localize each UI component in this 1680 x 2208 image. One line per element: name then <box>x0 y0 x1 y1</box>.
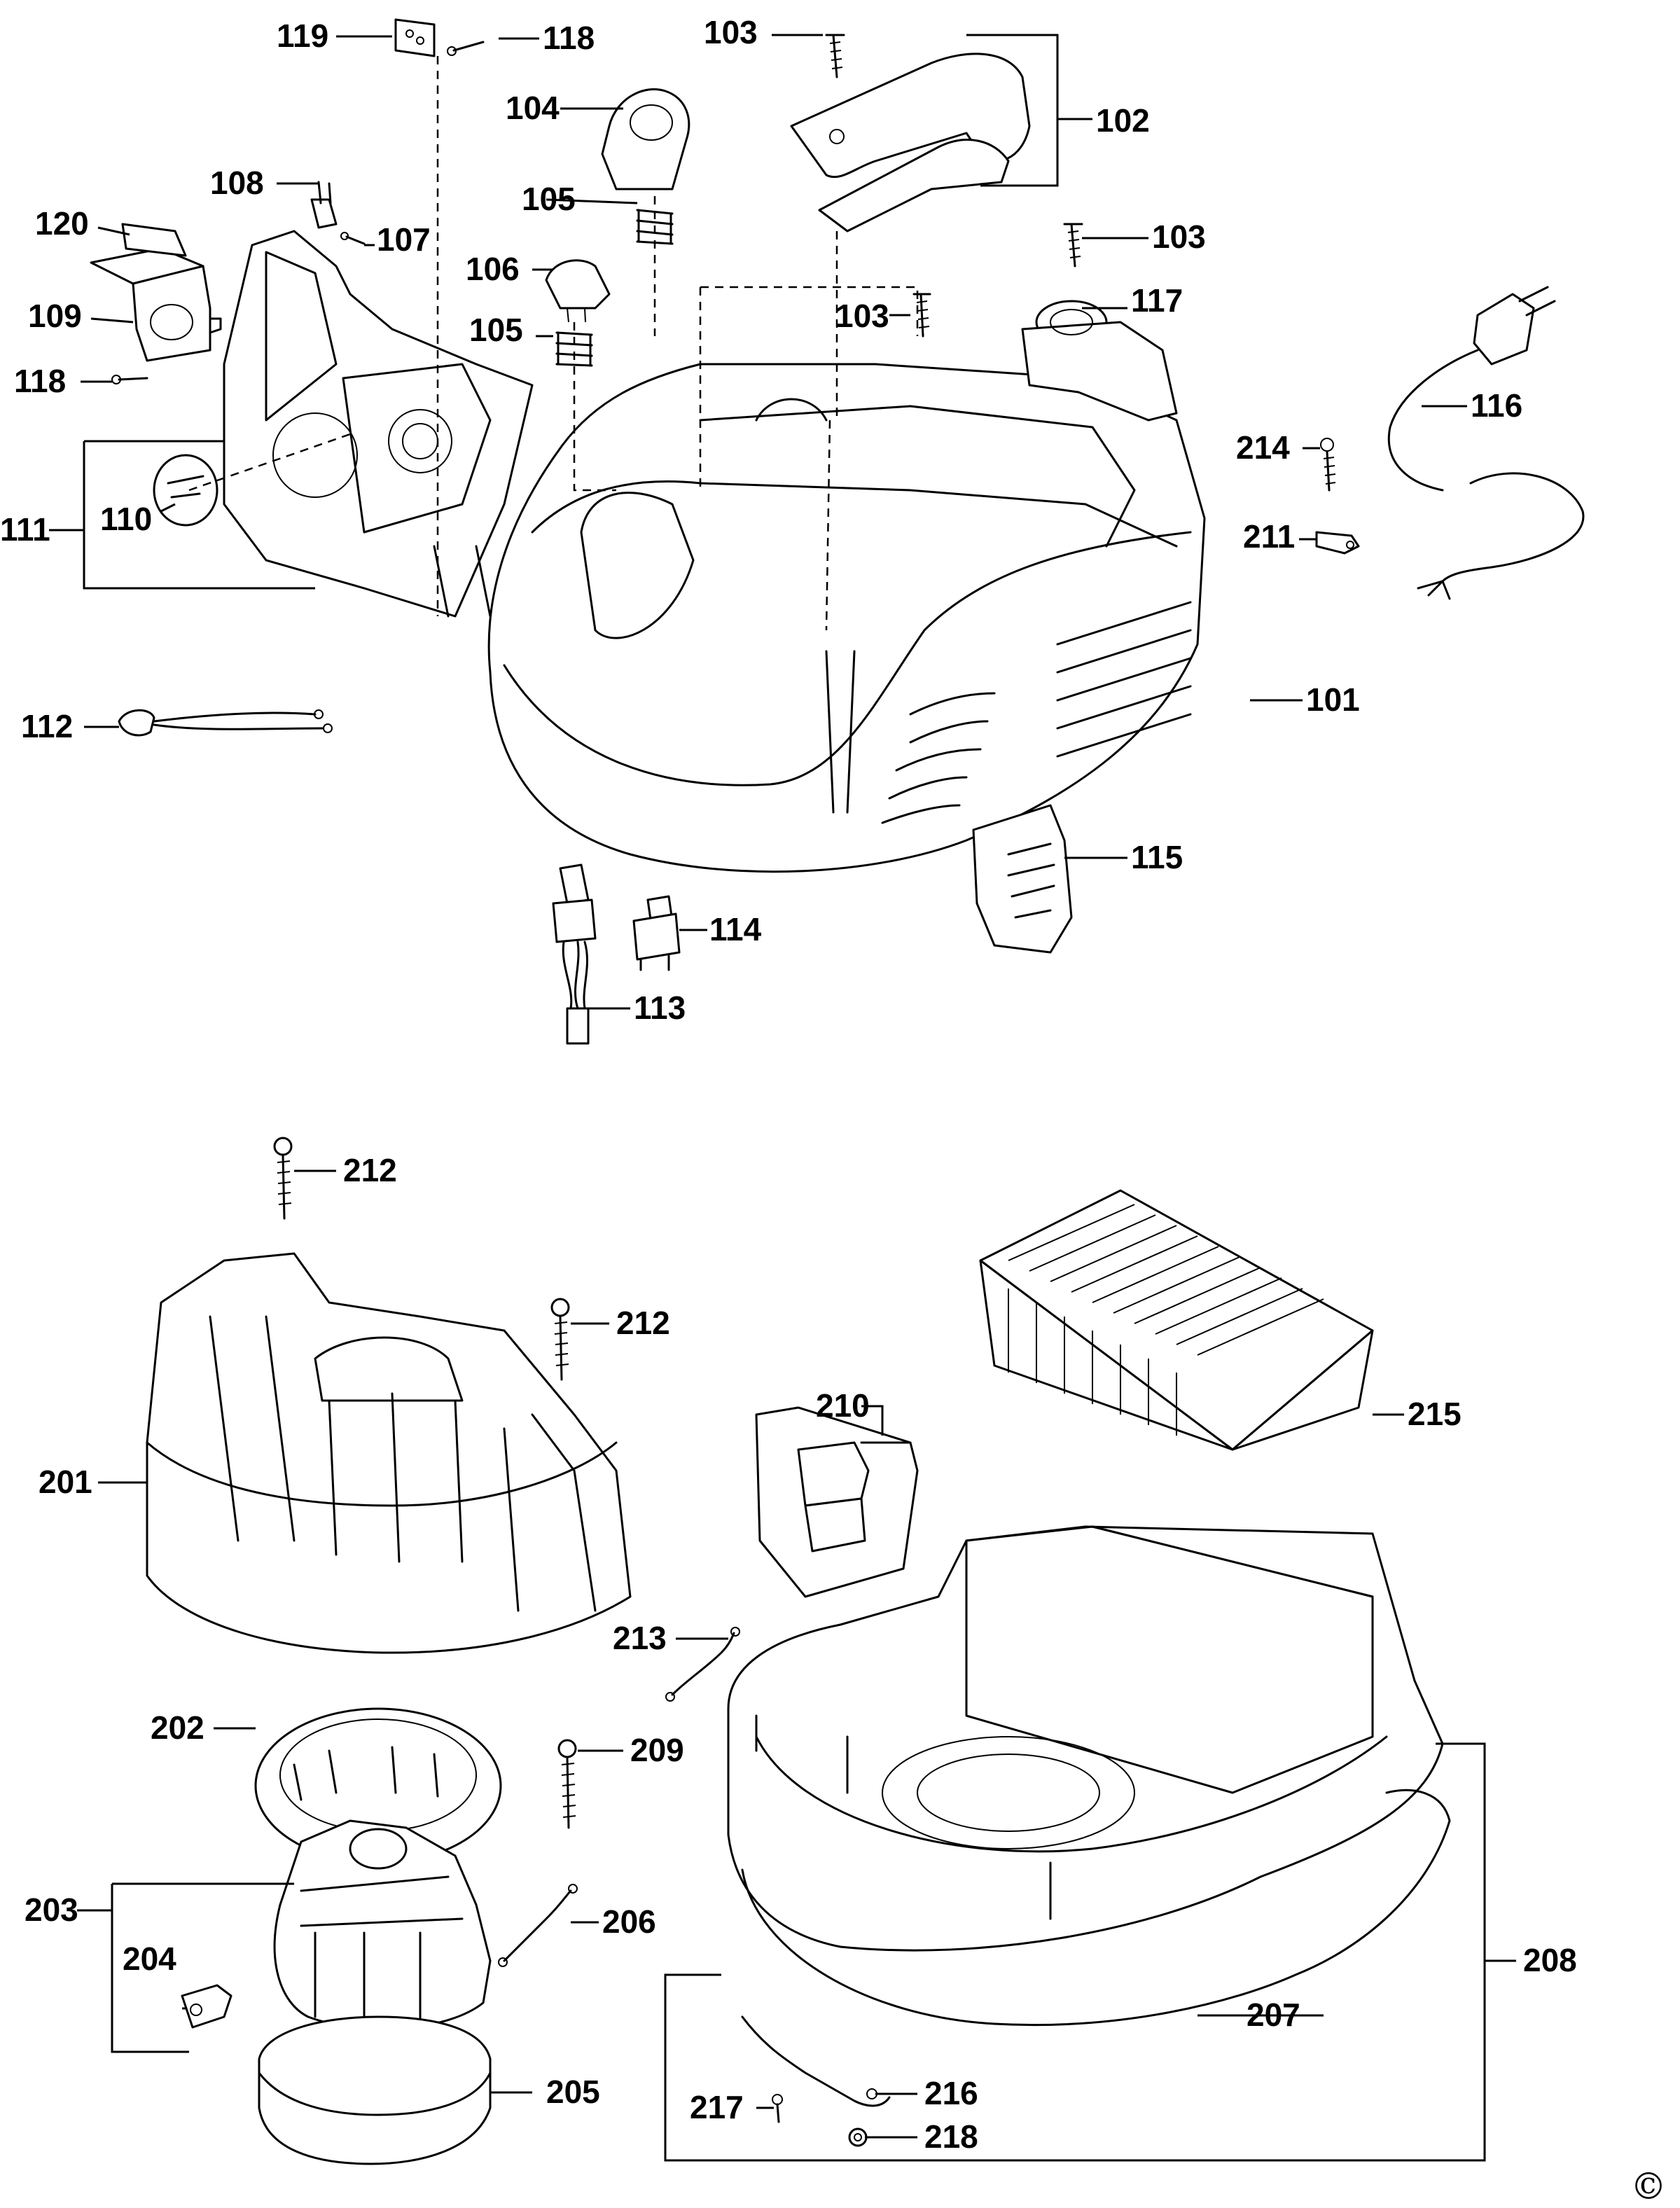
part-214-screw <box>1320 438 1336 492</box>
part-110-dial <box>153 454 218 527</box>
label-212: 212 <box>616 1305 670 1341</box>
copyright-mark: © <box>1630 2166 1667 2208</box>
label-118: 118 <box>14 363 66 399</box>
part-118-screw-a <box>447 41 485 56</box>
part-205-fan-housing <box>258 2015 492 2165</box>
part-217-screw <box>772 2094 783 2123</box>
label-218: 218 <box>924 2118 978 2155</box>
part-218-clip <box>848 2127 868 2147</box>
label-213: 213 <box>613 1620 667 1656</box>
label-201: 201 <box>39 1464 92 1500</box>
part-116-mains-cable <box>1387 286 1585 600</box>
label-205: 205 <box>546 2074 600 2110</box>
label-112: 112 <box>21 708 73 744</box>
label-206: 206 <box>602 1903 656 1940</box>
part-210-circuit-board <box>755 1406 919 1598</box>
label-209: 209 <box>630 1732 684 1768</box>
part-216-latch-rod <box>741 2015 891 2107</box>
part-104-knob-cap <box>601 88 690 190</box>
assembly-dash-lines-top <box>188 56 919 631</box>
part-207-gasket <box>741 1789 1451 2027</box>
part-114-switch <box>632 895 681 971</box>
label-204: 204 <box>123 1940 176 1977</box>
label-214: 214 <box>1236 429 1290 466</box>
part-labels: 101 102 103 103 103 104 105 105 106 107 … <box>0 14 1667 2208</box>
part-211-cable-clamp <box>1315 531 1360 555</box>
label-212: 212 <box>343 1152 397 1188</box>
label-208: 208 <box>1523 1942 1577 1978</box>
label-103: 103 <box>704 14 758 50</box>
part-103-screw-b <box>1063 223 1083 268</box>
label-210: 210 <box>816 1387 870 1424</box>
label-211: 211 <box>1243 518 1295 555</box>
label-101: 101 <box>1306 681 1360 718</box>
label-105: 105 <box>522 181 576 217</box>
label-116: 116 <box>1471 387 1522 424</box>
part-102-handle <box>790 53 1031 232</box>
label-113: 113 <box>634 990 686 1026</box>
label-106: 106 <box>466 251 520 287</box>
label-115: 115 <box>1131 839 1183 875</box>
label-216: 216 <box>924 2075 978 2111</box>
label-217: 217 <box>690 2089 744 2125</box>
label-111: 111 <box>0 511 50 548</box>
part-118-screw-b <box>111 375 148 384</box>
leader-lines <box>49 34 1516 2162</box>
part-203-motor <box>273 1819 492 2032</box>
part-105-spring-b <box>555 331 593 367</box>
part-106-selector-cap <box>545 259 611 323</box>
part-119-data-plate <box>394 18 436 57</box>
label-117: 117 <box>1131 282 1183 319</box>
part-212-screw-b <box>550 1298 570 1381</box>
label-110: 110 <box>100 501 152 537</box>
label-109: 109 <box>28 298 82 334</box>
part-213-wire-lead <box>665 1627 740 1702</box>
part-101-main-housing <box>487 363 1206 873</box>
part-209-screw <box>557 1739 577 1829</box>
label-108: 108 <box>210 165 264 201</box>
part-215-filter <box>979 1189 1374 1451</box>
part-109-socket-lid <box>90 247 222 362</box>
label-102: 102 <box>1096 102 1150 139</box>
part-112-cable-lead <box>118 709 333 737</box>
label-118: 118 <box>543 20 595 56</box>
part-204-carbon-brush <box>181 1984 232 2029</box>
part-208-base-tank <box>727 1525 1444 1952</box>
label-114: 114 <box>709 911 762 947</box>
label-103: 103 <box>1152 218 1206 255</box>
part-103-screw-a <box>825 34 845 78</box>
label-105: 105 <box>469 312 523 348</box>
label-107: 107 <box>377 221 431 258</box>
part-107-screw <box>340 232 366 245</box>
label-104: 104 <box>506 90 560 126</box>
part-113-switch-harness <box>552 863 597 1045</box>
part-101-vent-slots <box>881 601 1192 824</box>
part-117-hose-holder <box>1021 300 1178 422</box>
part-108-clip <box>310 181 338 229</box>
part-206-wire-lead <box>498 1884 578 1967</box>
part-111-front-panel <box>223 230 534 618</box>
label-103: 103 <box>835 298 889 334</box>
label-119: 119 <box>277 18 328 54</box>
part-115-grille <box>972 804 1073 954</box>
part-212-screw-a <box>273 1137 293 1220</box>
label-203: 203 <box>25 1891 78 1928</box>
label-120: 120 <box>35 205 89 242</box>
part-201-motor-housing <box>146 1252 632 1654</box>
part-202-mounting-ring <box>254 1707 502 1864</box>
part-120-label <box>121 223 187 257</box>
label-215: 215 <box>1408 1396 1462 1432</box>
label-202: 202 <box>151 1709 204 1746</box>
label-207: 207 <box>1247 1997 1300 2033</box>
part-103-screw-c <box>912 293 931 338</box>
